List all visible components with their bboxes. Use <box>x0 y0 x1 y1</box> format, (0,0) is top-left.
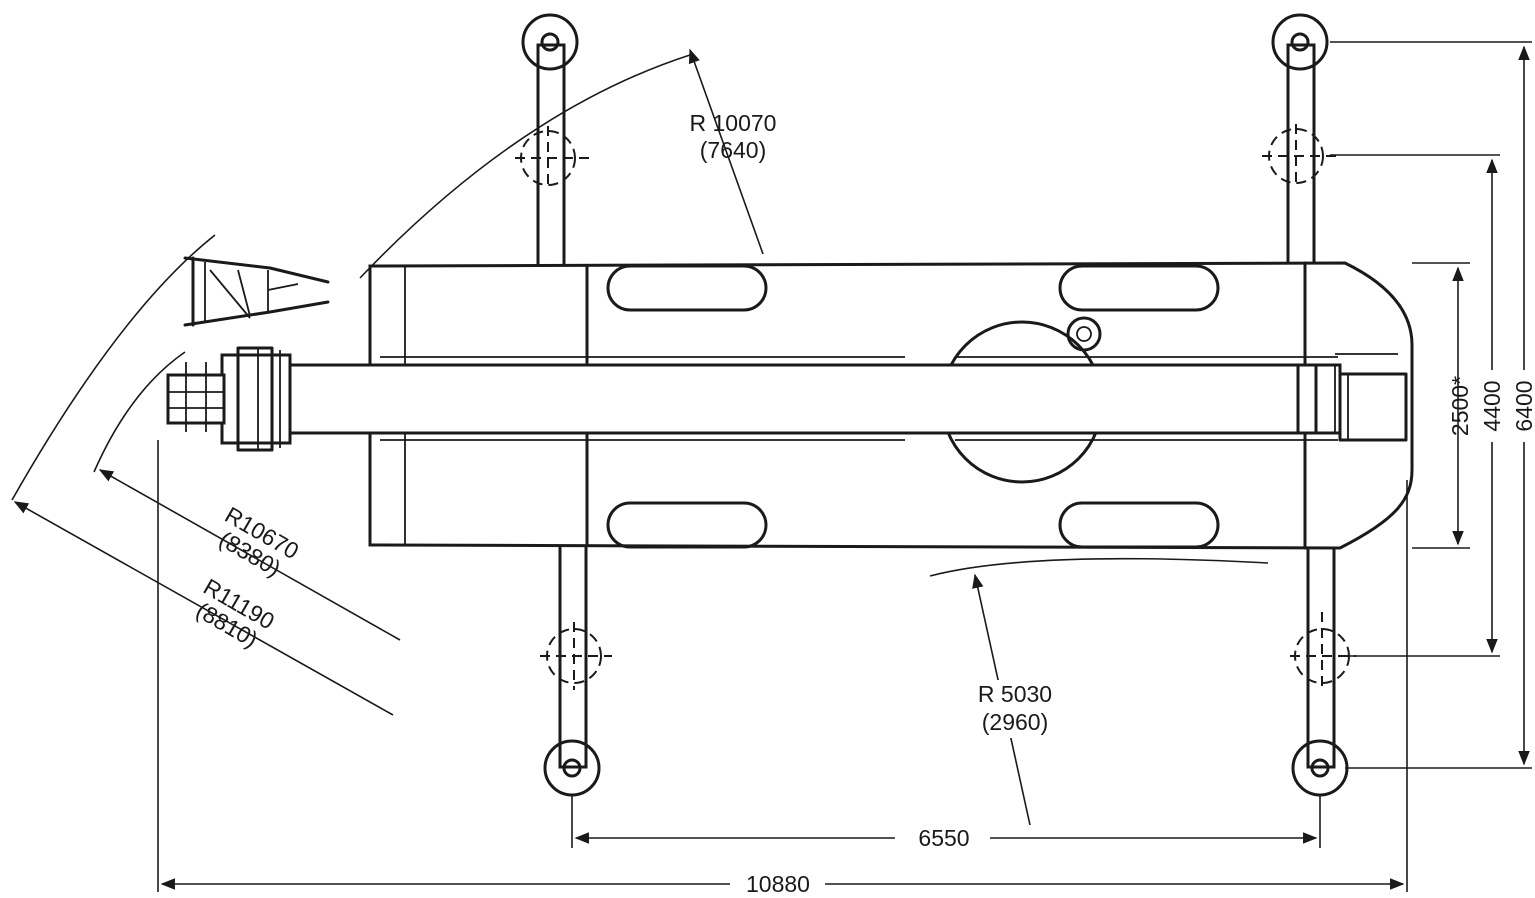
arc-radius-boom-tip <box>359 54 691 279</box>
label-radius-boom-tip: R 10070 (7640) <box>690 110 777 163</box>
svg-text:(7640): (7640) <box>700 137 766 163</box>
telescopic-boom <box>166 346 1342 452</box>
label-outrigger-span: 6550 <box>918 825 969 851</box>
label-width-middle: 4400 <box>1479 380 1505 431</box>
bottom-dimension-lines <box>157 440 1408 892</box>
outrigger-front-left <box>515 13 592 269</box>
wheel-front-left <box>606 264 768 312</box>
label-overall-length: 10880 <box>746 871 810 897</box>
wheel-front-right <box>606 501 768 549</box>
outrigger-rear-left <box>1262 13 1340 269</box>
lattice-jib <box>183 256 330 327</box>
arc-radius-front-outer <box>11 234 216 501</box>
label-width-inner: 2500* <box>1447 376 1473 436</box>
wheel-rear-left <box>1058 264 1220 312</box>
wheel-rear-right <box>1058 501 1220 549</box>
svg-text:(2960): (2960) <box>982 709 1048 735</box>
arc-radius-rear <box>929 557 1269 577</box>
svg-text:R 5030: R 5030 <box>978 681 1052 707</box>
outrigger-rear-right <box>1290 543 1356 797</box>
label-radius-front-1: R10670 (8380) <box>215 501 304 581</box>
label-radius-rear: R 5030 (2960) <box>962 680 1070 738</box>
svg-text:R 10070: R 10070 <box>690 110 777 136</box>
outrigger-front-right <box>540 543 612 797</box>
arc-radius-front-inner <box>93 351 186 473</box>
label-width-outrigger: 6400 <box>1511 380 1535 431</box>
hook-block <box>166 373 226 425</box>
